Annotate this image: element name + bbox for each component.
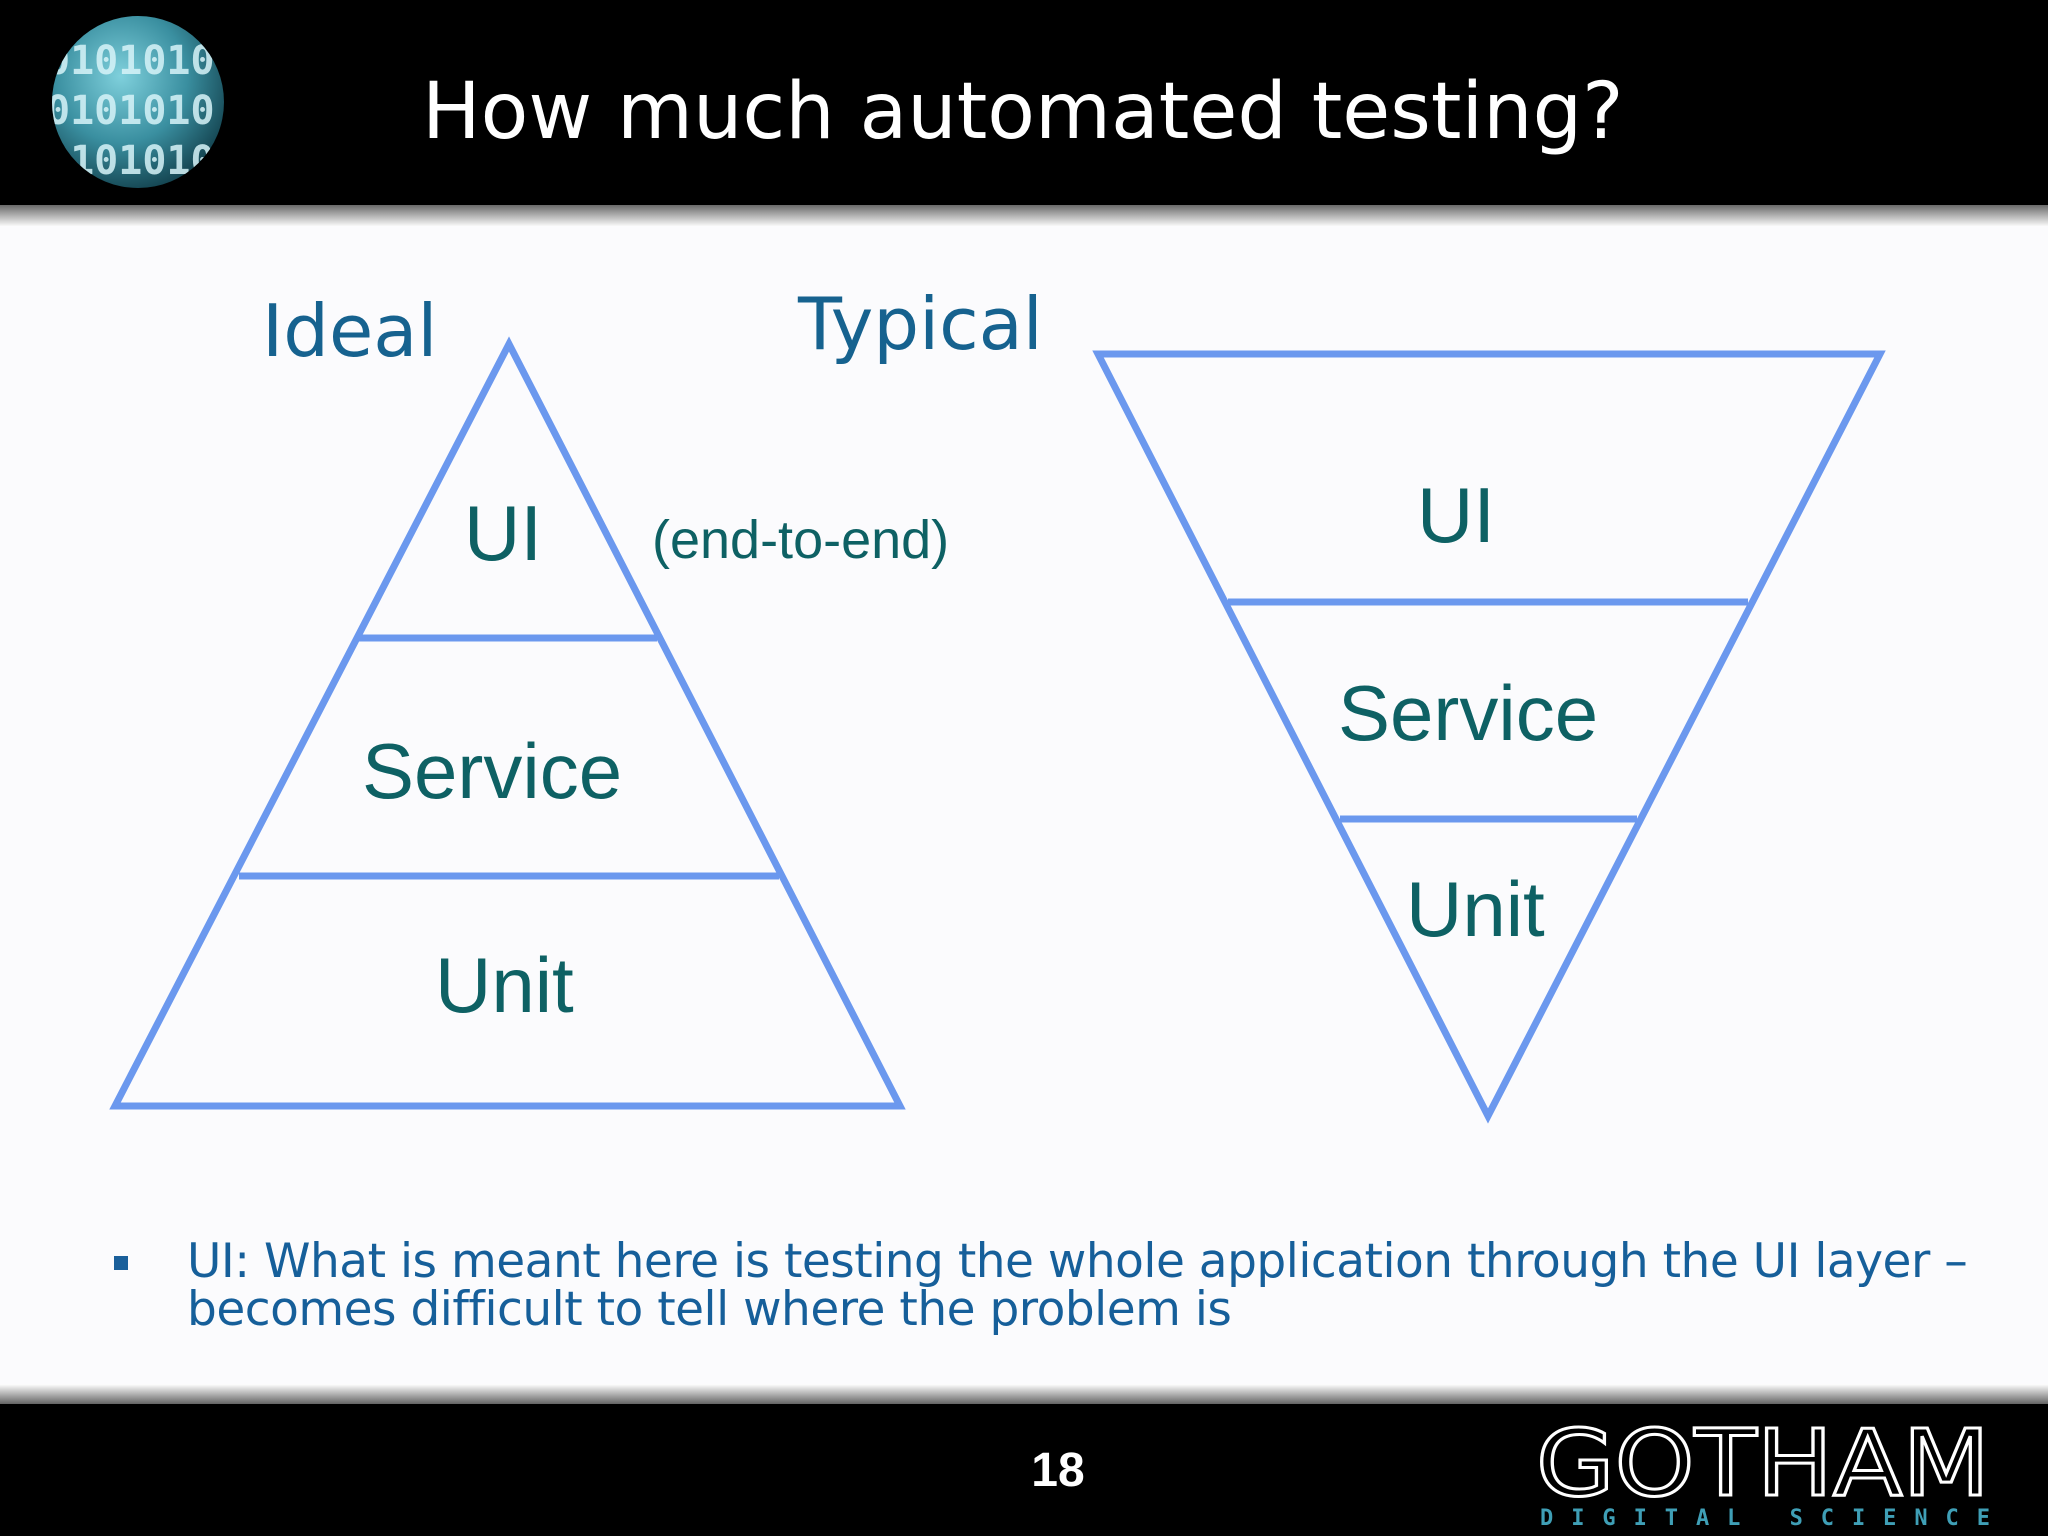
slide-body	[0, 226, 2048, 1402]
brand-tagline: DIGITAL SCIENCE	[1540, 1506, 1990, 1529]
bullet-text: UI: What is meant here is testing the wh…	[187, 1234, 1968, 1337]
typical-pyramid-outline	[1092, 350, 1886, 1124]
typical-layer-unit: Unit	[1406, 865, 1545, 953]
footer-bar	[0, 1404, 2048, 1536]
footer-shadow	[0, 1384, 2048, 1406]
typical-heading: Typical	[798, 282, 1043, 366]
typical-layer-service: Service	[1338, 669, 1599, 757]
ideal-layer-service: Service	[362, 727, 623, 815]
ideal-layer-unit: Unit	[435, 941, 574, 1029]
globe-digits-row-1: 0101010	[50, 38, 215, 84]
typical-layer-ui: UI	[1417, 471, 1495, 559]
ideal-heading: Ideal	[262, 289, 438, 373]
gotham-logo: GOTHAM DIGITAL SCIENCE	[1536, 1415, 1992, 1529]
ideal-pyramid-outline	[109, 336, 906, 1110]
ideal-layer-ui: UI	[464, 489, 542, 577]
page-number: 18	[1031, 1444, 1085, 1497]
ideal-ui-note: (end-to-end)	[652, 510, 950, 570]
header-shadow	[0, 205, 2048, 227]
globe-digits-row-2: 0101010	[50, 88, 215, 134]
brand-name: GOTHAM	[1536, 1415, 1990, 1517]
bullet-marker	[114, 1256, 128, 1270]
header-bar	[0, 0, 2048, 205]
page-title: How much automated testing?	[422, 67, 1624, 157]
globe-logo-icon: 0101010 0101010 0101010	[50, 16, 224, 188]
